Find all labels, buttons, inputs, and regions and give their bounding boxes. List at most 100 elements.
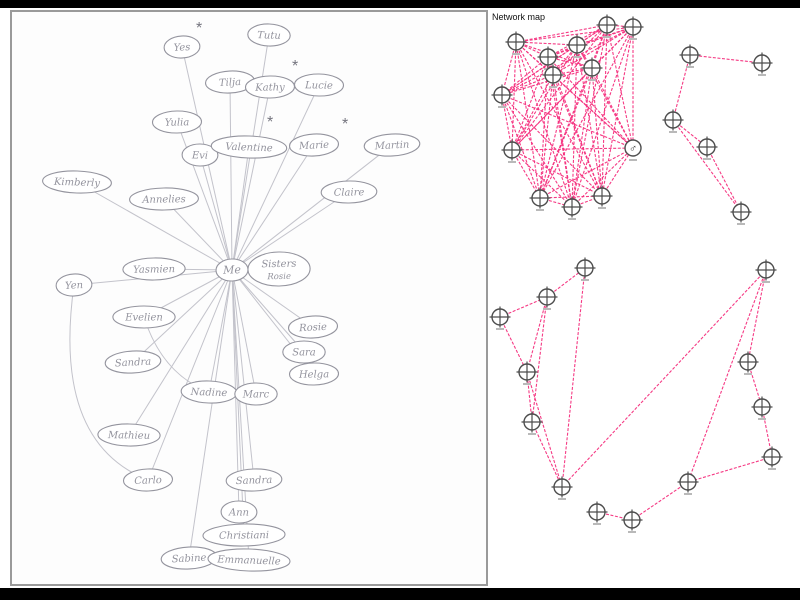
network-edge xyxy=(561,269,767,488)
node-label-mark xyxy=(629,159,637,161)
node-label-mark xyxy=(684,493,692,495)
network-edge xyxy=(552,26,634,76)
node-label-mark xyxy=(686,66,694,68)
person-label: Marc xyxy=(242,390,270,401)
network-edge xyxy=(689,54,763,64)
network-edge xyxy=(501,26,634,96)
network-map-svg: ♂ xyxy=(489,14,783,533)
network-edge xyxy=(547,26,634,58)
node-label-mark xyxy=(758,418,766,420)
relation-line xyxy=(229,81,233,271)
node-label-mark xyxy=(512,53,520,55)
network-edge xyxy=(571,147,634,208)
star-mark: * xyxy=(292,58,298,75)
network-edge xyxy=(515,41,593,69)
person-label: Emmanuelle xyxy=(216,554,281,567)
network-edge xyxy=(706,146,742,213)
node-label-mark xyxy=(762,281,770,283)
male-glyph: ♂ xyxy=(629,143,637,155)
network-edge xyxy=(501,67,593,96)
network-node xyxy=(537,46,559,70)
network-edge xyxy=(601,26,634,197)
network-edge xyxy=(539,147,634,199)
network-edge xyxy=(501,94,513,151)
person-bubble: Evelien xyxy=(112,305,176,329)
person-bubble: Sandra xyxy=(225,468,283,492)
person-bubble: Kathy xyxy=(244,75,296,99)
person-label: Claire xyxy=(334,187,365,199)
node-label-mark xyxy=(744,373,752,375)
relation-line xyxy=(128,269,233,436)
network-map-title: Network map xyxy=(492,12,546,22)
network-edge xyxy=(606,24,634,149)
network-node xyxy=(516,361,538,385)
network-edge xyxy=(552,74,603,197)
person-label: Sara xyxy=(292,348,316,359)
network-node xyxy=(521,411,543,435)
person-label: Tutu xyxy=(257,30,281,42)
network-node xyxy=(489,306,511,330)
network-node xyxy=(677,471,699,495)
network-node xyxy=(542,64,564,88)
person-label: Valentine xyxy=(225,142,273,155)
person-bubble: Nadine xyxy=(180,380,238,404)
network-node xyxy=(662,109,684,133)
network-edge xyxy=(687,269,767,483)
network-edge xyxy=(571,24,608,208)
person-label: Yulia xyxy=(165,117,190,128)
network-edge xyxy=(672,119,742,213)
network-node xyxy=(751,396,773,420)
person-label: Ann xyxy=(228,507,249,518)
node-label-mark xyxy=(703,158,711,160)
person-bubble: Helga xyxy=(288,362,340,386)
person-bubble: Kimberly xyxy=(42,170,112,194)
network-edge xyxy=(539,44,578,199)
network-map-panel: Network map ♂ xyxy=(488,8,800,588)
network-edge xyxy=(631,481,689,521)
top-letterbox-bar xyxy=(0,0,800,8)
person-bubble: Mathieu xyxy=(97,423,161,447)
person-bubble: Rosie xyxy=(287,315,339,339)
node-label-mark xyxy=(523,383,531,385)
person-label: Nadine xyxy=(189,387,227,399)
person-bubble: Marie xyxy=(288,133,340,157)
person-bubble: Annelies xyxy=(129,187,199,211)
person-bubble: Lucie xyxy=(293,73,345,97)
network-edge xyxy=(591,67,603,197)
network-node xyxy=(501,139,523,163)
node-label-mark xyxy=(543,308,551,310)
network-edge xyxy=(531,421,563,488)
node-label-mark xyxy=(628,531,636,533)
person-label: Martin xyxy=(373,140,409,153)
network-node xyxy=(761,446,783,470)
male-icon xyxy=(624,139,642,157)
node-label-mark xyxy=(603,36,611,38)
network-edge xyxy=(501,56,549,96)
node-label-mark xyxy=(558,498,566,500)
node-label-mark xyxy=(768,468,776,470)
node-label-mark xyxy=(508,161,516,163)
relation-line xyxy=(199,154,233,271)
network-node xyxy=(536,286,558,310)
star-mark: * xyxy=(196,20,202,37)
network-node xyxy=(529,187,551,211)
person-label: Yen xyxy=(65,280,84,292)
node-label-mark xyxy=(588,79,596,81)
network-node xyxy=(755,259,777,283)
node-label-mark xyxy=(536,209,544,211)
person-label: Marie xyxy=(298,140,330,153)
network-edge xyxy=(501,94,634,149)
relation-curve xyxy=(69,284,149,481)
relation-line xyxy=(231,269,257,395)
network-node xyxy=(621,509,643,533)
network-node xyxy=(596,14,618,38)
person-label: Sisters xyxy=(261,259,296,271)
network-node xyxy=(730,201,752,225)
bottom-letterbox-bar xyxy=(0,588,800,600)
node-label-mark xyxy=(669,131,677,133)
relation-line xyxy=(176,121,233,271)
person-label: Lucie xyxy=(304,80,333,92)
person-bubble: Emmanuelle xyxy=(207,548,291,572)
node-label-mark xyxy=(498,106,506,108)
